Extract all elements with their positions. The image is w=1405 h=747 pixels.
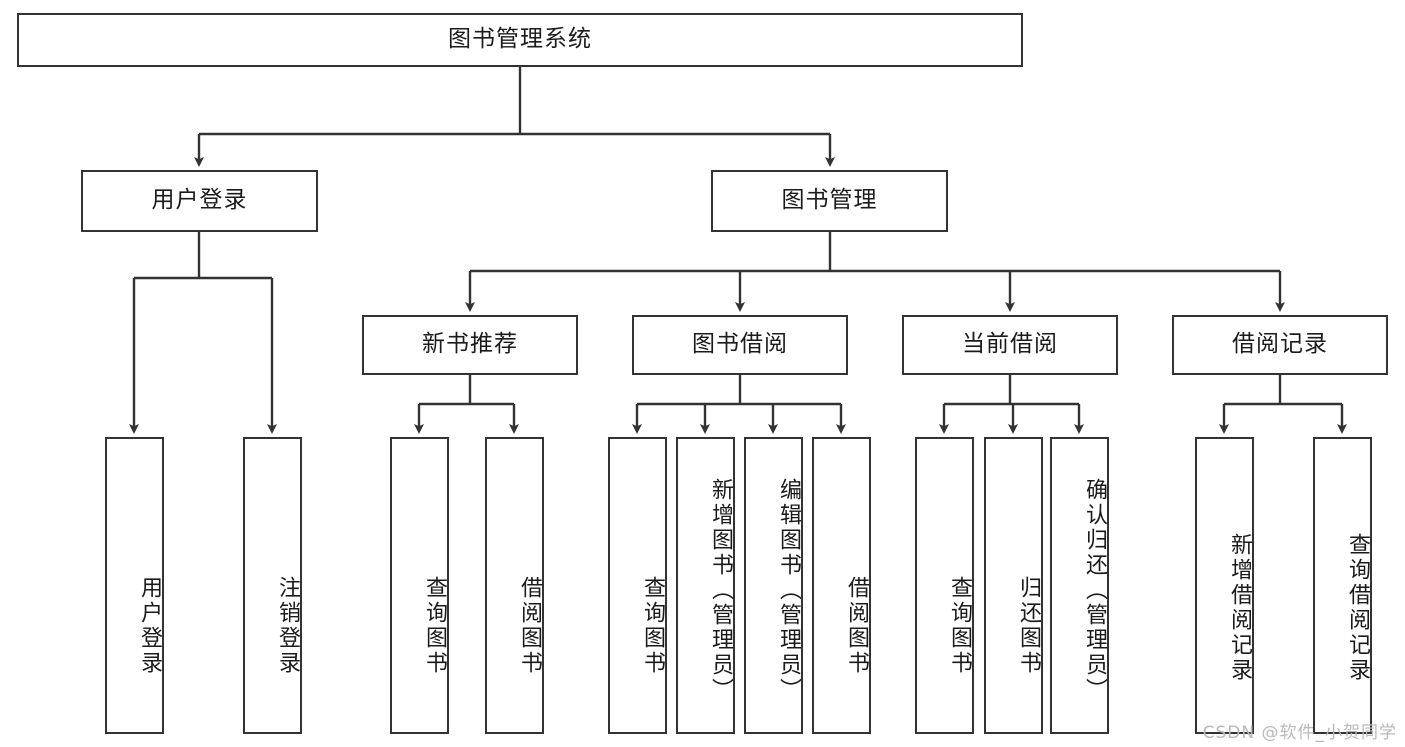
leaf-book-borrow-query-book[interactable]: 查询图书: [608, 437, 667, 734]
leaf-book-borrow-edit-book-admin[interactable]: 编辑图书（管理员）: [744, 437, 803, 734]
node-new-book-recommend[interactable]: 新书推荐: [362, 315, 578, 375]
node-label: 用户登录: [151, 187, 248, 214]
node-label: 当前借阅: [962, 331, 1058, 358]
node-label: 归还图书: [1016, 575, 1041, 676]
node-label: 新书推荐: [422, 331, 518, 358]
leaf-current-borrow-return-book[interactable]: 归还图书: [984, 437, 1043, 734]
csdn-watermark: CSDN @软件_小贺同学: [1202, 723, 1397, 743]
leaf-new-book-borrow-book[interactable]: 借阅图书: [485, 437, 544, 734]
node-borrow-record[interactable]: 借阅记录: [1172, 315, 1388, 375]
node-label: 图书管理: [781, 187, 878, 214]
node-label: 注销登录: [275, 575, 300, 676]
node-label: 借阅图书: [517, 575, 542, 676]
node-book-borrow[interactable]: 图书借阅: [632, 315, 848, 375]
node-label: 图书借阅: [692, 331, 788, 358]
node-user-login[interactable]: 用户登录: [81, 170, 318, 232]
leaf-user-login-login[interactable]: 用户登录: [105, 437, 164, 734]
node-label: 新增图书（管理员）: [708, 478, 733, 703]
node-current-borrow[interactable]: 当前借阅: [902, 315, 1118, 375]
node-book-management[interactable]: 图书管理: [711, 170, 948, 232]
leaf-borrow-record-add-record[interactable]: 新增借阅记录: [1195, 437, 1254, 734]
node-label: 查询图书: [422, 575, 447, 676]
leaf-book-borrow-add-book-admin[interactable]: 新增图书（管理员）: [676, 437, 735, 734]
node-label: 查询图书: [947, 575, 972, 676]
node-label: 图书管理系统: [448, 26, 592, 53]
leaf-current-borrow-query-book[interactable]: 查询图书: [915, 437, 974, 734]
leaf-current-borrow-confirm-return-admin[interactable]: 确认归还（管理员）: [1050, 437, 1109, 734]
node-root-book-management-system[interactable]: 图书管理系统: [17, 13, 1023, 67]
leaf-new-book-query-book[interactable]: 查询图书: [390, 437, 449, 734]
node-label: 新增借阅记录: [1227, 533, 1252, 683]
node-label: 查询借阅记录: [1345, 533, 1370, 683]
node-label: 查询图书: [640, 575, 665, 676]
leaf-book-borrow-borrow-book[interactable]: 借阅图书: [812, 437, 871, 734]
leaf-user-login-logout[interactable]: 注销登录: [243, 437, 302, 734]
node-label: 确认归还（管理员）: [1082, 478, 1107, 703]
leaf-borrow-record-query-record[interactable]: 查询借阅记录: [1313, 437, 1372, 734]
node-label: 借阅图书: [844, 575, 869, 676]
node-label: 用户登录: [137, 575, 162, 676]
node-label: 借阅记录: [1232, 331, 1328, 358]
node-label: 编辑图书（管理员）: [776, 478, 801, 703]
